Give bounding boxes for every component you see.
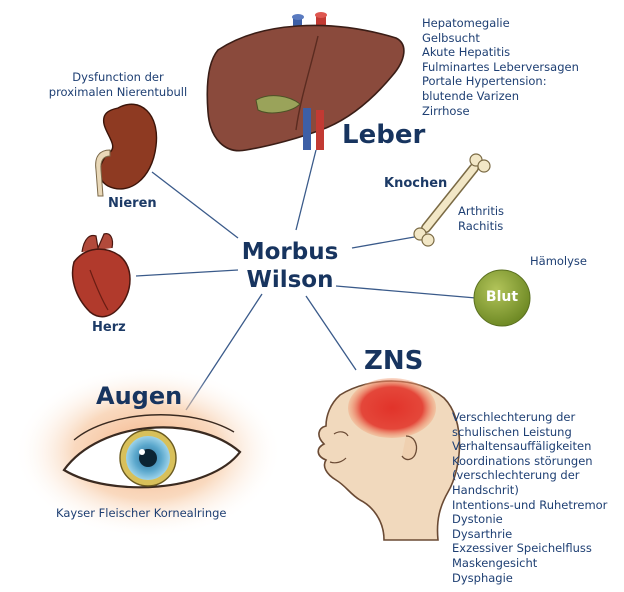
list-item: blutende Varizen bbox=[422, 88, 520, 103]
list-item: Dysarthrie bbox=[452, 526, 513, 541]
list-item: Portale Hypertension: bbox=[422, 74, 547, 89]
connector-lines bbox=[135, 149, 477, 411]
blood-ball bbox=[473, 269, 531, 327]
connector-zns bbox=[305, 295, 357, 371]
list-item: Exzessiver Speichelfluss bbox=[452, 541, 592, 556]
blut-label: Blut bbox=[485, 289, 519, 305]
knochen-label: Knochen bbox=[384, 176, 448, 191]
list-item: Zirrhose bbox=[422, 103, 470, 118]
kidney-illustration bbox=[95, 103, 158, 197]
blut-symptom: Hämolyse bbox=[530, 254, 588, 268]
connector-leber bbox=[295, 149, 317, 231]
zns-symptom-list: Verschlechterung der schulischen Leistun… bbox=[452, 410, 607, 585]
list-item: Dysphagie bbox=[452, 570, 513, 585]
list-item: Handschrit) bbox=[452, 482, 519, 497]
list-item: Rachitis bbox=[458, 218, 504, 233]
list-item: proximalen Nierentubull bbox=[48, 84, 188, 99]
center-title: Morbus Wilson bbox=[238, 238, 342, 294]
list-item: Arthritis bbox=[458, 204, 505, 218]
liver-illustration bbox=[206, 12, 405, 152]
list-item: (verschlechterung der bbox=[452, 468, 580, 483]
list-item: Akute Hepatitis bbox=[422, 45, 511, 60]
eye-illustration bbox=[14, 366, 282, 538]
list-item: schulischen Leistung bbox=[452, 424, 572, 439]
list-item: Intentions-und Ruhetremor bbox=[452, 497, 608, 512]
head-illustration bbox=[317, 378, 461, 541]
list-item: Hepatomegalie bbox=[422, 16, 510, 30]
list-item: Koordinations störungen bbox=[452, 453, 593, 468]
list-item: Dystonie bbox=[452, 512, 503, 527]
list-item: Verschlechterung der bbox=[452, 410, 576, 424]
list-item: Verhaltensauffäligkeiten bbox=[452, 439, 592, 454]
nieren-symptom-list: Dysfunction der proximalen Nierentubull bbox=[34, 70, 202, 99]
connector-nieren bbox=[151, 171, 239, 239]
augen-symptom: Kayser Fleischer Kornealringe bbox=[56, 506, 227, 520]
center-title-line1: Morbus bbox=[241, 239, 339, 265]
heart-illustration bbox=[71, 233, 131, 318]
center-title-line2: Wilson bbox=[246, 267, 334, 293]
augen-label: Augen bbox=[96, 382, 183, 410]
list-item: Gelbsucht bbox=[422, 30, 480, 45]
bone-illustration bbox=[413, 153, 491, 247]
zns-label: ZNS bbox=[364, 346, 424, 376]
herz-label: Herz bbox=[92, 320, 126, 335]
list-item: Maskengesicht bbox=[452, 555, 538, 570]
leber-symptom-list: Hepatomegalie Gelbsucht Akute Hepatitis … bbox=[422, 16, 579, 118]
nieren-label: Nieren bbox=[108, 196, 157, 211]
list-item: Fulminartes Leberversagen bbox=[422, 59, 579, 74]
knochen-symptom-list: Arthritis Rachitis bbox=[458, 204, 504, 233]
leber-label: Leber bbox=[342, 120, 426, 150]
connector-herz bbox=[135, 269, 239, 277]
connector-knochen bbox=[351, 235, 421, 249]
connector-blut bbox=[335, 285, 477, 299]
list-item: Dysfunction der bbox=[72, 70, 164, 84]
